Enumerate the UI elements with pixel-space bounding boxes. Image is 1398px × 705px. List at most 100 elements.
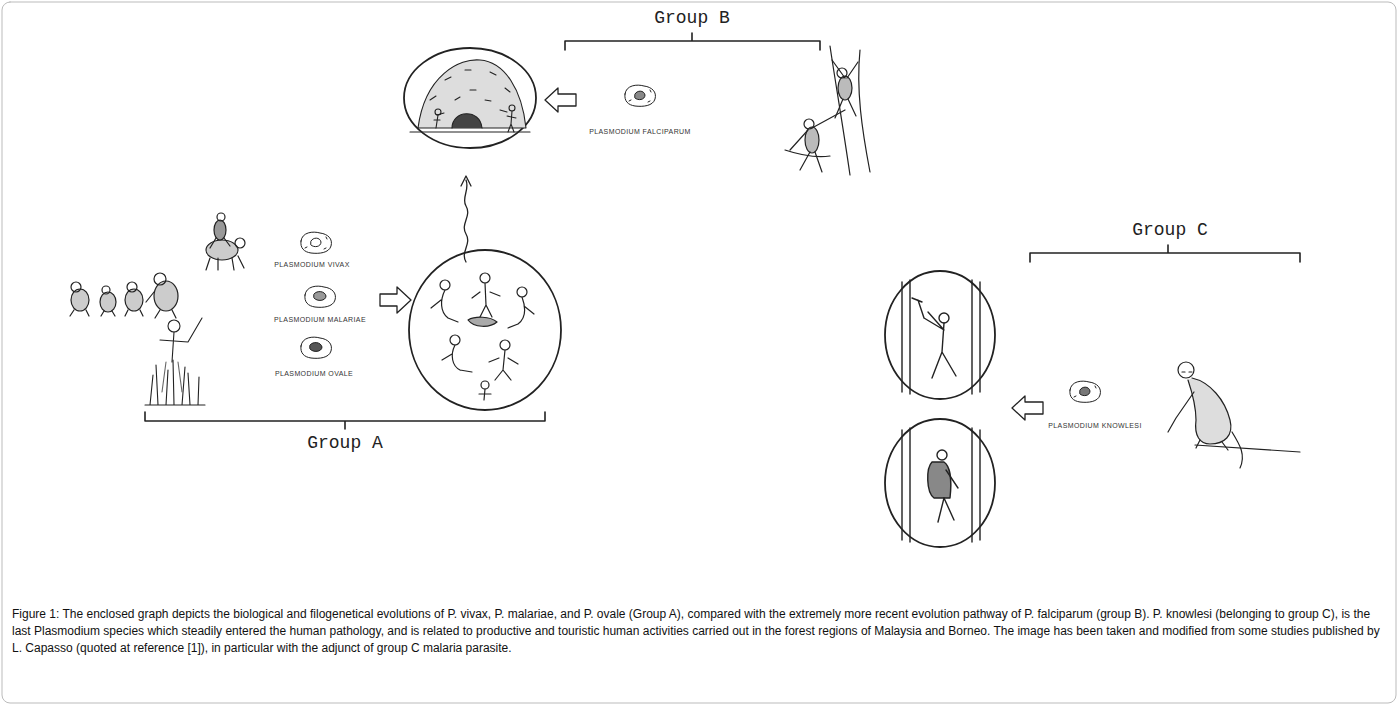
wavy-arrow [461, 176, 471, 262]
humans-sketch [440, 280, 450, 290]
group-label: Group A [307, 433, 383, 453]
hunter-sketch [160, 318, 202, 362]
ape-sketch [830, 46, 870, 175]
hut-sketch [434, 115, 440, 128]
primate-sketch [217, 213, 225, 221]
humans-sketch [431, 290, 458, 322]
scene-oval [885, 419, 995, 547]
primate-sketch [125, 289, 143, 311]
species-label: PLASMODIUM FALCIPARUM [589, 128, 691, 135]
macaque-sketch [1168, 362, 1300, 468]
forest-sketch [939, 313, 949, 323]
macaque-sketch [1195, 445, 1300, 452]
species-label: PLASMODIUM KNOWLESI [1048, 422, 1142, 429]
humans-sketch [489, 350, 518, 380]
parasite-cell [314, 292, 326, 301]
primate-sketch [210, 238, 230, 248]
group-label: Group C [1132, 220, 1208, 240]
parasite-cell [1070, 381, 1101, 402]
primate-sketch [125, 310, 143, 316]
primate-sketch [206, 240, 238, 260]
macaque-sketch [1182, 371, 1192, 372]
humans-sketch [479, 389, 491, 400]
parasite-cell [311, 238, 321, 247]
parasite-cell [625, 85, 656, 106]
scene-oval [409, 250, 561, 410]
hunter-sketch [145, 318, 205, 405]
forest-sketch [928, 462, 951, 498]
humans-sketch [508, 297, 534, 328]
primate-sketch [71, 282, 81, 292]
block-arrow [380, 287, 411, 313]
forest-sketch [938, 470, 958, 522]
ape-sketch [838, 76, 852, 100]
humans-sketch [500, 340, 510, 350]
hut-sketch [452, 114, 482, 128]
primate-sketch [127, 282, 137, 292]
parasite-cell [635, 91, 645, 100]
forest-sketch [902, 280, 980, 542]
hunter-sketch [168, 320, 180, 332]
wavy-arrow [461, 176, 471, 186]
primate-sketch [146, 292, 176, 318]
parasite-cell [301, 85, 1101, 402]
ape-sketch [832, 60, 858, 118]
species-label: PLASMODIUM OVALE [275, 370, 353, 377]
forest-sketch [902, 280, 980, 394]
hunter-sketch [145, 360, 205, 405]
macaque-sketch [1168, 392, 1242, 468]
block-arrow [380, 88, 1043, 420]
group-bracket [145, 412, 545, 429]
humans-sketch [450, 335, 460, 345]
humans-sketch [431, 273, 534, 400]
parasite-cell [305, 286, 336, 307]
species-label: PLASMODIUM VIVAX [274, 261, 350, 268]
ape-sketch [785, 150, 830, 157]
parasite-cell [625, 85, 656, 106]
parasite-cell [1080, 387, 1090, 396]
group-bracket [145, 33, 1300, 429]
primate-sketch [102, 286, 110, 294]
hunter-sketch [162, 362, 182, 392]
hut-sketch [509, 105, 515, 111]
humans-sketch [442, 345, 472, 372]
group-label: Group B [654, 8, 730, 28]
parasite-cell [301, 232, 332, 253]
hut-sketch [418, 60, 526, 128]
parasite-cell [301, 337, 332, 358]
parasite-cell [305, 286, 336, 307]
primate-sketch [154, 273, 166, 285]
ape-sketch [790, 110, 845, 172]
primate-sketch [214, 220, 226, 240]
scene-oval [404, 48, 536, 148]
humans-sketch [480, 273, 490, 283]
block-arrow [1012, 396, 1043, 420]
hut-sketch [410, 60, 530, 132]
humans-sketch [472, 283, 500, 317]
humans-sketch [517, 287, 527, 297]
scene-oval [404, 48, 995, 547]
forest-sketch [902, 428, 980, 542]
parasite-cell [305, 237, 327, 249]
macaque-sketch [1178, 362, 1194, 378]
hut-sketch [410, 131, 530, 132]
primate-sketch [71, 289, 89, 311]
macaque-sketch [1188, 378, 1231, 444]
parasite-cell [301, 337, 332, 358]
hut-sketch [507, 111, 516, 132]
hut-sketch [430, 70, 510, 115]
primate-sketch [235, 238, 245, 248]
group-bracket [565, 33, 820, 50]
parasite-cell [301, 232, 332, 253]
primate-sketch [70, 310, 89, 316]
group-bracket [1030, 245, 1300, 262]
primate-sketch [101, 311, 115, 316]
hut-sketch [435, 109, 441, 115]
primate-sketch [154, 281, 178, 311]
ape-sketch [785, 46, 870, 175]
parasite-cell [1070, 381, 1101, 402]
figure-caption: Figure 1: The enclosed graph depicts the… [12, 606, 1388, 657]
